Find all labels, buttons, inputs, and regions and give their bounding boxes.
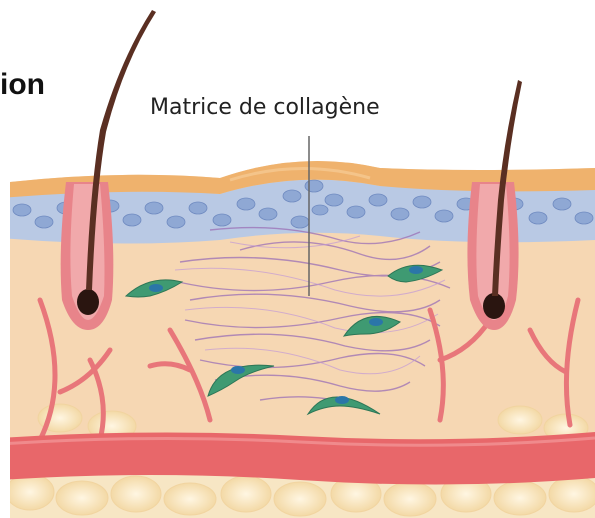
hair-follicle-right bbox=[467, 80, 522, 330]
title-fragment: ion bbox=[0, 70, 45, 100]
collagen-matrix-label: Matrice de collagène bbox=[150, 97, 380, 119]
